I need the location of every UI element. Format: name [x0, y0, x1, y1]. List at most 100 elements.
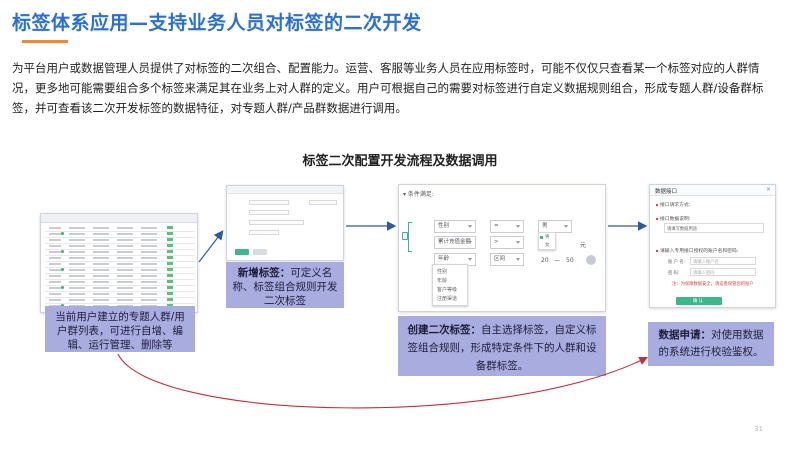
list-cell: [117, 281, 133, 283]
list-cell: [141, 281, 157, 283]
modal-submit-button: 确 认: [676, 297, 722, 305]
create-caption-bold: 创建二次标签：: [407, 324, 482, 336]
cond-row2-op: >: [490, 236, 524, 249]
condition-bracket: [408, 222, 412, 252]
list-row-divider: [45, 255, 195, 256]
list-cell: [93, 245, 109, 247]
title-accent-bar: [22, 40, 68, 43]
list-cell: [93, 251, 109, 253]
list-cell: [69, 257, 85, 259]
list-cell: [141, 245, 157, 247]
list-cell: [93, 293, 109, 295]
page-number: 31: [754, 425, 763, 433]
dropdown-item-0: 性别: [437, 269, 448, 275]
status-dot-icon: [61, 232, 64, 235]
modal-account-placeholder: 请输入账户名: [693, 260, 719, 265]
status-dot-icon: [61, 304, 64, 307]
action-link: [167, 292, 173, 295]
dropdown-item-2: 客户等级: [437, 287, 458, 293]
list-cell: [117, 299, 133, 301]
list-cell: [69, 275, 85, 277]
list-cell: [93, 257, 109, 259]
list-cell: [93, 299, 109, 301]
list-cell: [69, 299, 85, 301]
list-cell: [49, 299, 61, 301]
add-caption: 新增标签：可定义名称、标签组合规则开发二次标签: [226, 262, 344, 308]
list-cell: [49, 257, 61, 259]
form-side-input: [309, 200, 337, 205]
list-cell: [117, 233, 133, 235]
list-cell: [49, 251, 61, 253]
list-cell: [69, 251, 85, 253]
new-tag-form-screenshot: [226, 185, 344, 261]
action-link: [167, 268, 173, 271]
form-header: [227, 186, 343, 194]
action-link: [167, 262, 173, 265]
modal-account-input: 请输入账户名: [690, 257, 756, 265]
status-dot-icon: [61, 250, 64, 253]
list-cell: [141, 293, 157, 295]
list-cell: [117, 257, 133, 259]
cond-row3-to: 50: [566, 257, 574, 264]
list-cell: [93, 263, 109, 265]
list-cell: [69, 269, 85, 271]
list-cell: [93, 281, 109, 283]
action-link: [167, 298, 173, 301]
modal-account-label: 账 户 名:: [668, 260, 686, 265]
list-cell: [49, 293, 61, 295]
list-header: [41, 214, 197, 223]
field-dropdown: 性别 年龄 客户等级 注册渠道: [432, 264, 468, 306]
status-dot-icon: [61, 268, 64, 271]
list-row-divider: [45, 243, 195, 244]
list-cell: [117, 287, 133, 289]
list-cell: [49, 239, 61, 241]
modal-password-label: 密 码:: [668, 271, 680, 276]
list-row-divider: [45, 231, 195, 232]
popup-item-0: 男: [545, 235, 550, 240]
list-cell: [141, 275, 157, 277]
list-cell: [49, 287, 61, 289]
list-caption: 当前用户建立的专题人群/用户群列表，可进行自增、编辑、运行管理、删除等: [45, 306, 195, 352]
form-rule-input: [249, 220, 304, 225]
list-cell: [117, 245, 133, 247]
action-link: [167, 304, 173, 307]
list-cell: [69, 287, 85, 289]
action-link: [167, 226, 173, 229]
list-cell: [93, 233, 109, 235]
cond-range-dash: —: [554, 257, 560, 264]
dropdown-item-3: 注册渠道: [437, 296, 458, 302]
form-ok-button: [235, 249, 249, 255]
remove-condition-icon: [586, 255, 596, 265]
list-row-divider: [45, 285, 195, 286]
list-row-divider: [45, 267, 195, 268]
list-cell: [69, 227, 85, 229]
list-cell: [117, 251, 133, 253]
list-cell: [141, 269, 157, 271]
modal-label-desc: 接口数据说明:: [656, 215, 690, 222]
list-cell: [141, 299, 157, 301]
list-cell: [49, 269, 61, 271]
list-cell: [117, 269, 133, 271]
list-cell: [93, 275, 109, 277]
modal-note: 注：为保障数据安全，请妥善保管您的账户: [672, 282, 754, 287]
cond-row1-op: =: [490, 220, 524, 233]
data-request-modal-screenshot: 数据接口 × 接口请求方式: 接口数据说明: 请填写数据用途 请输入专用接口授权…: [649, 184, 776, 308]
form-cancel-button: [253, 249, 267, 255]
apply-caption: 数据申请：对使用数据的系统进行校验鉴权。: [648, 322, 774, 366]
apply-caption-text: 对使用数据的系统进行校验鉴权。: [658, 329, 764, 358]
condition-header: ▾ 条件满足:: [403, 191, 434, 198]
cond-row1-field: 性别: [434, 220, 476, 233]
list-row-divider: [45, 261, 195, 262]
form-desc-input: [249, 230, 279, 235]
action-link: [167, 244, 173, 247]
flow-title: 标签二次配置开发流程及数据调用: [302, 154, 498, 169]
apply-caption-bold: 数据申请：: [658, 329, 712, 341]
cond-row3-from: 20: [541, 257, 549, 264]
modal-title: 数据接口: [655, 189, 678, 195]
modal-desc-input: 请填写数据用途: [664, 223, 764, 233]
list-row-divider: [45, 249, 195, 250]
form-type-input: [249, 210, 289, 215]
add-caption-bold: 新增标签：: [237, 267, 291, 279]
list-cell: [141, 287, 157, 289]
list-cell: [49, 233, 61, 235]
